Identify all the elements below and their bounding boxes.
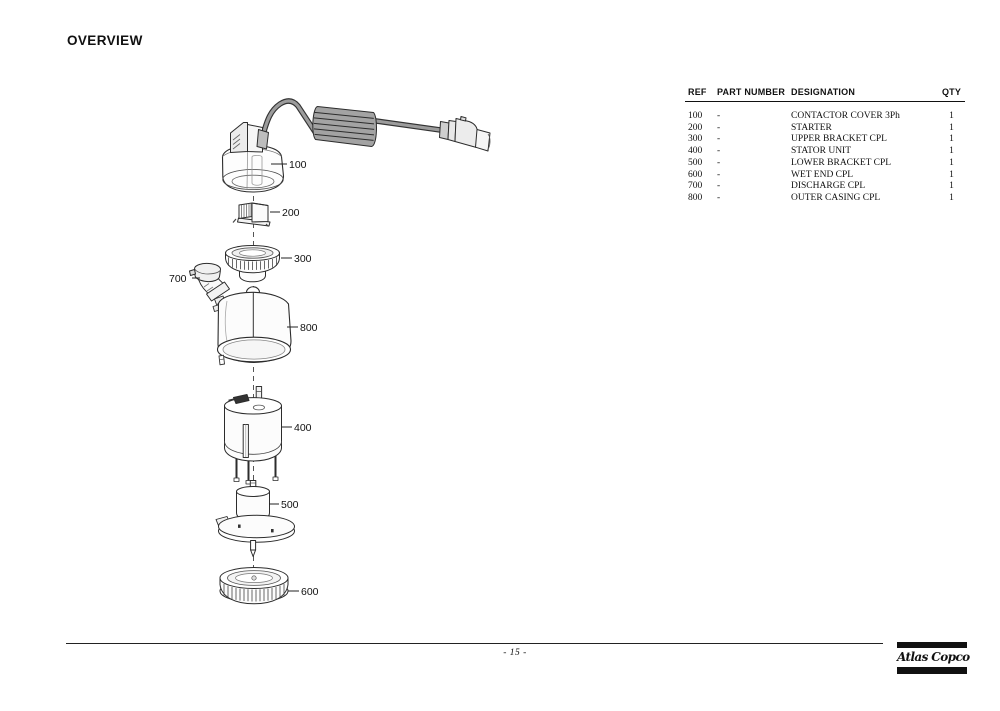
qty-cell: 1 <box>949 111 954 121</box>
part-number-cell: - <box>717 181 721 192</box>
header-part-number: PART NUMBER <box>717 87 786 97</box>
header-ref: REF <box>688 87 707 97</box>
table-row: 700 - DISCHARGE CPL 1 <box>685 181 965 193</box>
table-row: 800 - OUTER CASING CPL 1 <box>685 193 965 205</box>
callout-600: 600 <box>301 586 319 598</box>
part-number-cell: - <box>717 146 721 157</box>
callout-100: 100 <box>289 159 307 171</box>
part-upper-bracket <box>225 245 280 283</box>
ref-cell: 700 <box>688 181 703 192</box>
part-number-cell: - <box>717 134 721 145</box>
part-contactor-cover <box>221 98 491 193</box>
qty-cell: 1 <box>949 192 954 203</box>
power-plug <box>439 116 491 152</box>
part-number-cell: - <box>717 111 721 121</box>
part-number-cell: - <box>717 169 721 180</box>
designation-cell: WET END CPL <box>791 169 854 180</box>
part-discharge-elbow <box>189 262 233 313</box>
header-designation: DESIGNATION <box>791 87 856 97</box>
parts-table: REF PART NUMBER DESIGNATION QTY 100 - CO… <box>685 87 965 205</box>
part-lower-bracket <box>215 480 295 557</box>
table-row: 500 - LOWER BRACKET CPL 1 <box>685 158 965 170</box>
table-row: 300 - UPPER BRACKET CPL 1 <box>685 134 965 146</box>
part-number-cell: - <box>717 157 721 168</box>
part-outer-casing <box>212 286 292 366</box>
cable-coil <box>312 106 377 147</box>
callout-400: 400 <box>294 422 312 434</box>
part-number-cell: - <box>717 192 721 203</box>
part-wet-end <box>219 567 289 605</box>
designation-cell: LOWER BRACKET CPL <box>791 157 892 168</box>
table-row: 200 - STARTER 1 <box>685 123 965 135</box>
designation-cell: UPPER BRACKET CPL <box>791 134 887 145</box>
qty-cell: 1 <box>949 181 954 192</box>
table-row: 400 - STATOR UNIT 1 <box>685 146 965 158</box>
callout-700: 700 <box>169 273 187 285</box>
table-row: 100 - CONTACTOR COVER 3Ph 1 <box>685 111 965 123</box>
qty-cell: 1 <box>949 134 954 145</box>
designation-cell: CONTACTOR COVER 3Ph <box>791 111 900 121</box>
page-number: - 15 - <box>503 648 527 658</box>
callout-leader-lines <box>192 163 299 592</box>
qty-cell: 1 <box>949 157 954 168</box>
header-qty: QTY <box>941 87 962 97</box>
designation-cell: OUTER CASING CPL <box>791 192 881 203</box>
callout-200: 200 <box>282 207 300 219</box>
logo-wordmark: Atlas Copco <box>897 650 970 664</box>
designation-cell: DISCHARGE CPL <box>791 181 866 192</box>
qty-cell: 1 <box>949 122 954 133</box>
parts-table-header: REF PART NUMBER DESIGNATION QTY <box>685 87 965 102</box>
logo-bottom-bar <box>897 667 967 674</box>
qty-cell: 1 <box>949 146 954 157</box>
ref-cell: 300 <box>688 134 703 145</box>
ref-cell: 400 <box>688 146 703 157</box>
callout-300: 300 <box>294 253 312 265</box>
part-number-cell: - <box>717 122 721 133</box>
qty-cell: 1 <box>949 169 954 180</box>
designation-cell: STARTER <box>791 122 832 133</box>
designation-cell: STATOR UNIT <box>791 146 852 157</box>
part-starter <box>232 202 271 227</box>
parts-table-rows: 100 - CONTACTOR COVER 3Ph 1 200 - STARTE… <box>685 111 965 205</box>
ref-cell: 500 <box>688 157 703 168</box>
page-title: OVERVIEW <box>67 33 143 48</box>
atlas-copco-logo: Atlas Copco <box>897 642 970 674</box>
callout-500: 500 <box>281 499 299 511</box>
ref-cell: 800 <box>688 192 703 203</box>
table-row: 600 - WET END CPL 1 <box>685 170 965 182</box>
footer-rule <box>66 643 883 644</box>
ref-cell: 200 <box>688 122 703 133</box>
callout-800: 800 <box>300 322 318 334</box>
logo-top-bar <box>897 642 967 648</box>
ref-cell: 600 <box>688 169 703 180</box>
ref-cell: 100 <box>688 111 703 121</box>
part-stator-unit <box>224 386 282 485</box>
